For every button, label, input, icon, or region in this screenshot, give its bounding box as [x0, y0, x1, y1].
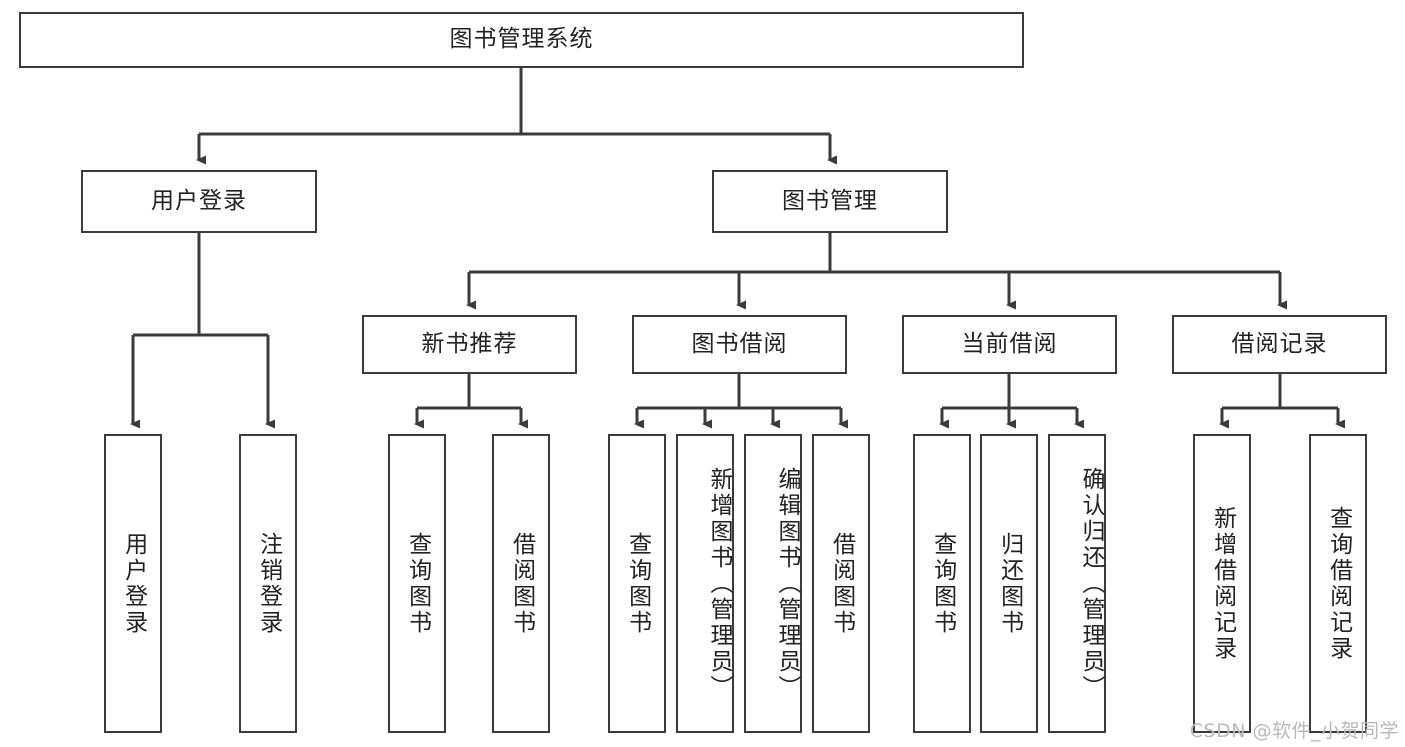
node-label: 查询图书: [624, 531, 651, 636]
node-label: 查询图书: [404, 531, 431, 636]
leaf-user-login-login[interactable]: 用户登录: [104, 434, 162, 733]
node-current-borrow[interactable]: 当前借阅: [902, 315, 1117, 374]
node-new-book-recommend[interactable]: 新书推荐: [362, 315, 577, 374]
node-label: 借阅记录: [1231, 330, 1328, 357]
node-label: 用户登录: [151, 187, 247, 214]
node-book-management[interactable]: 图书管理: [712, 170, 948, 233]
leaf-book-borrow-add-book-admin[interactable]: 新增图书（管理员）: [676, 434, 734, 733]
node-label: 注销登录: [255, 531, 282, 636]
node-label: 借阅图书: [508, 531, 535, 636]
leaf-book-borrow-query-book[interactable]: 查询图书: [608, 434, 666, 733]
node-label: 确认归还（管理员）: [1078, 466, 1104, 701]
node-borrow-record[interactable]: 借阅记录: [1172, 315, 1387, 374]
csdn-watermark: CSDN @软件_小贺同学: [1189, 720, 1399, 742]
node-label: 新增图书（管理员）: [706, 466, 732, 701]
node-label: 新增借阅记录: [1209, 505, 1236, 662]
node-label: 查询借阅记录: [1325, 505, 1352, 662]
leaf-borrow-record-query-record[interactable]: 查询借阅记录: [1309, 434, 1367, 733]
node-label: 新书推荐: [421, 330, 518, 357]
node-label: 图书借阅: [691, 330, 788, 357]
node-user-login[interactable]: 用户登录: [81, 170, 317, 233]
leaf-current-borrow-confirm-return-admin[interactable]: 确认归还（管理员）: [1048, 434, 1106, 733]
node-label: 编辑图书（管理员）: [774, 466, 800, 701]
node-label: 用户登录: [120, 531, 147, 636]
node-label: 图书管理系统: [449, 26, 594, 53]
node-root-book-management-system[interactable]: 图书管理系统: [19, 12, 1024, 68]
leaf-new-book-borrow-book[interactable]: 借阅图书: [492, 434, 550, 733]
leaf-borrow-record-add-record[interactable]: 新增借阅记录: [1193, 434, 1251, 733]
leaf-book-borrow-edit-book-admin[interactable]: 编辑图书（管理员）: [744, 434, 802, 733]
node-label: 图书管理: [782, 187, 878, 214]
leaf-current-borrow-query-book[interactable]: 查询图书: [913, 434, 971, 733]
node-label: 当前借阅: [961, 330, 1058, 357]
leaf-user-login-logout[interactable]: 注销登录: [239, 434, 297, 733]
leaf-current-borrow-return-book[interactable]: 归还图书: [980, 434, 1038, 733]
leaf-new-book-query-book[interactable]: 查询图书: [388, 434, 446, 733]
node-label: 借阅图书: [828, 531, 855, 636]
node-label: 查询图书: [929, 531, 956, 636]
node-book-borrow[interactable]: 图书借阅: [632, 315, 847, 374]
leaf-book-borrow-borrow-book[interactable]: 借阅图书: [812, 434, 870, 733]
node-label: 归还图书: [996, 531, 1023, 636]
